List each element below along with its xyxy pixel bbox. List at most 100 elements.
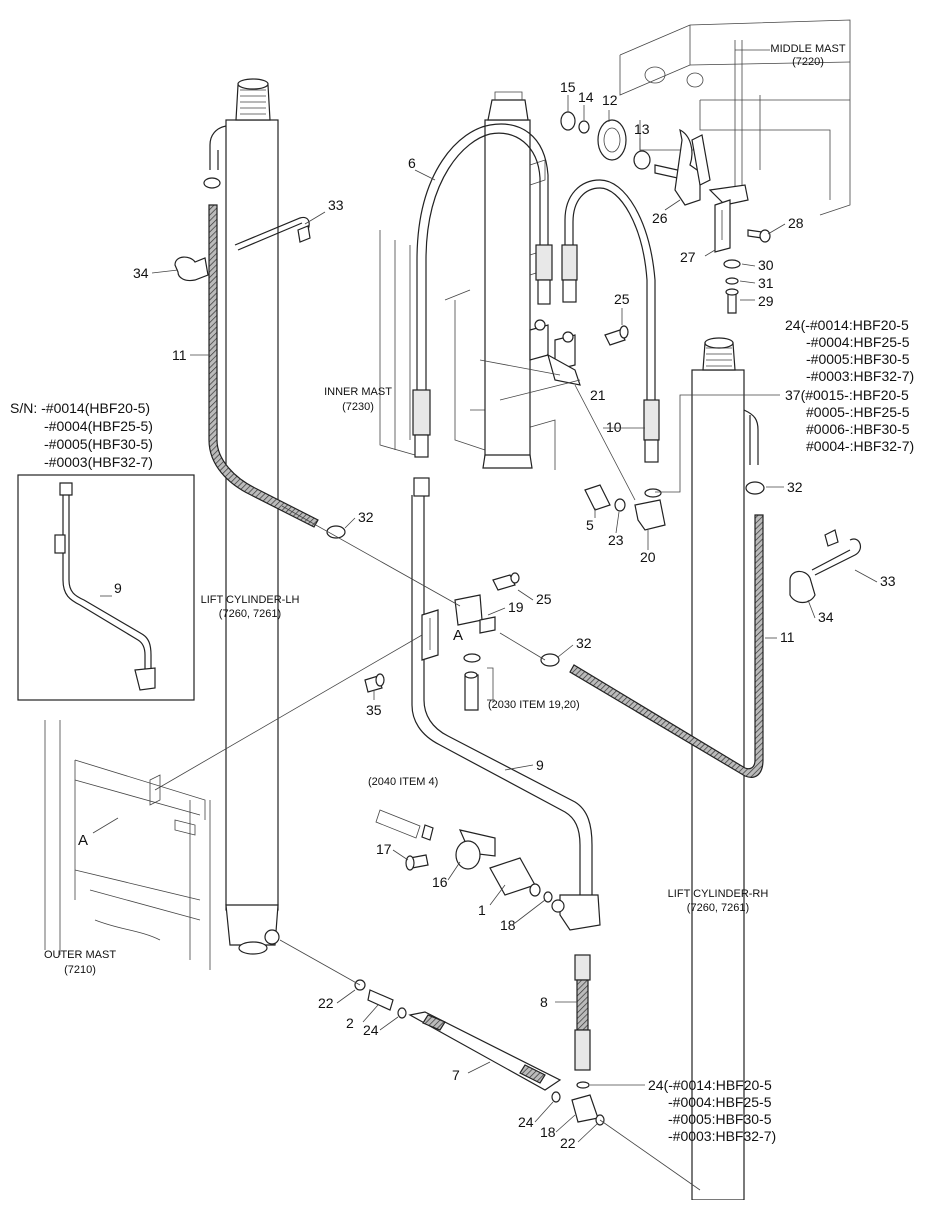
- hose-10-drawing: [561, 179, 660, 463]
- part-number: 10: [606, 419, 622, 435]
- outer-mast-code: (7210): [64, 964, 96, 976]
- hose-6-drawing: [412, 123, 553, 458]
- view-a-label-1: A: [453, 627, 463, 644]
- fittings-upper-drawing: [584, 325, 666, 531]
- part-number: 5: [586, 517, 594, 533]
- part-number: 32: [576, 635, 592, 651]
- serial-note: S/N: -#0014(HBF20-5) -#0004(HBF25-5) -#0…: [10, 400, 153, 470]
- part-number: 18: [500, 917, 516, 933]
- part-number: 33: [880, 573, 896, 589]
- hose-11-lh: [208, 204, 319, 528]
- block-21-drawing: [529, 319, 581, 386]
- part-number: 15: [560, 79, 576, 95]
- lift-cylinder-rh-code: (7260, 7261): [687, 902, 749, 914]
- svg-text:#0005-:HBF25-5: #0005-:HBF25-5: [806, 404, 910, 420]
- part-number: 31: [758, 275, 774, 291]
- part-number: 9: [536, 757, 544, 773]
- part-numbers: 15 14 12 13 6 33 34 26 28 27 30 31 29 25…: [114, 79, 896, 1151]
- svg-text:24(-#0014:HBF20-5: 24(-#0014:HBF20-5: [785, 317, 909, 333]
- svg-text:-#0003(HBF32-7): -#0003(HBF32-7): [44, 454, 153, 470]
- part-number: 34: [818, 609, 834, 625]
- part-number-leaders: [100, 95, 878, 1143]
- lift-cylinder-lh-drawing: [209, 78, 280, 955]
- svg-text:-#0005:HBF30-5: -#0005:HBF30-5: [668, 1111, 772, 1127]
- part-number: 11: [172, 347, 187, 363]
- part-number: 23: [608, 532, 624, 548]
- svg-text:-#0003:HBF32-7): -#0003:HBF32-7): [806, 368, 914, 384]
- note-37: 37(#0015-:HBF20-5 #0005-:HBF25-5 #0006-:…: [785, 387, 914, 454]
- svg-text:-#0004:HBF25-5: -#0004:HBF25-5: [806, 334, 910, 350]
- svg-text:#0004-:HBF32-7): #0004-:HBF32-7): [806, 438, 914, 454]
- part-number: 19: [508, 599, 524, 615]
- part-number: 35: [366, 702, 382, 718]
- hose-11-rh: [569, 514, 764, 778]
- part-number: 22: [560, 1135, 576, 1151]
- part-number: 24: [518, 1114, 534, 1130]
- lift-cylinder-lh-label: LIFT CYLINDER-LH: [201, 594, 300, 606]
- svg-text:24(-#0014:HBF20-5: 24(-#0014:HBF20-5: [648, 1077, 772, 1093]
- part-number: 33: [328, 197, 344, 213]
- fittings-middle-drawing: [364, 572, 520, 711]
- part-number: 7: [452, 1067, 460, 1083]
- part-number: 6: [408, 155, 416, 171]
- text-labels: MIDDLE MAST (7220) INNER MAST (7230) OUT…: [44, 43, 846, 976]
- part-number: 20: [640, 549, 656, 565]
- middle-mast-label: MIDDLE MAST: [770, 43, 845, 55]
- part-number: 32: [787, 479, 803, 495]
- part-number: 17: [376, 841, 392, 857]
- part-number: 32: [358, 509, 374, 525]
- svg-text:S/N: -#0014(HBF20-5): S/N: -#0014(HBF20-5): [10, 400, 150, 416]
- sheave-assembly-drawing: [560, 111, 711, 206]
- part-number: 9: [114, 580, 122, 596]
- part-number: 8: [540, 994, 548, 1010]
- leader-lines: [92, 49, 780, 1191]
- ref-2030-label: (2030 ITEM 19,20): [488, 699, 580, 711]
- lift-cylinder-rh-label: LIFT CYLINDER-RH: [668, 888, 769, 900]
- part-number: 12: [602, 92, 618, 108]
- middle-mast-drawing: [619, 19, 851, 216]
- part-number: 28: [788, 215, 804, 231]
- bracket-27-drawing: [708, 184, 771, 314]
- ref-2040-label: (2040 ITEM 4): [368, 776, 438, 788]
- part-number: 11: [780, 629, 795, 645]
- part-number: 25: [614, 291, 630, 307]
- svg-text:-#0004(HBF25-5): -#0004(HBF25-5): [44, 418, 153, 434]
- lift-cylinder-rh-drawing: [691, 337, 759, 1201]
- clamps-drawing: [174, 177, 862, 667]
- note-24-bottom: 24(-#0014:HBF20-5 -#0004:HBF25-5 -#0005:…: [648, 1077, 776, 1144]
- part-number: 2: [346, 1015, 354, 1031]
- part-number: 18: [540, 1124, 556, 1140]
- part-number: 27: [680, 249, 696, 265]
- part-number: 14: [578, 89, 594, 105]
- inner-mast-drawing: [379, 91, 556, 470]
- svg-text:37(#0015-:HBF20-5: 37(#0015-:HBF20-5: [785, 387, 909, 403]
- svg-text:-#0004:HBF25-5: -#0004:HBF25-5: [668, 1094, 772, 1110]
- inset-pipe-9: [17, 474, 195, 701]
- svg-text:#0006-:HBF30-5: #0006-:HBF30-5: [806, 421, 910, 437]
- svg-text:-#0005(HBF30-5): -#0005(HBF30-5): [44, 436, 153, 452]
- note-24-top: 24(-#0014:HBF20-5 -#0004:HBF25-5 -#0005:…: [785, 317, 914, 384]
- part-number: 22: [318, 995, 334, 1011]
- part-number: 30: [758, 257, 774, 273]
- part-number: 34: [133, 265, 149, 281]
- part-number: 1: [478, 902, 486, 918]
- inner-mast-label: INNER MAST: [324, 386, 392, 398]
- part-number: 29: [758, 293, 774, 309]
- part-number: 25: [536, 591, 552, 607]
- inner-mast-code: (7230): [342, 401, 374, 413]
- part-number: 24: [363, 1022, 379, 1038]
- part-number: 21: [590, 387, 606, 403]
- part-number: 26: [652, 210, 668, 226]
- part-number: 13: [634, 121, 650, 137]
- svg-text:-#0005:HBF30-5: -#0005:HBF30-5: [806, 351, 910, 367]
- part-number: 16: [432, 874, 448, 890]
- view-a-label-2: A: [78, 832, 88, 849]
- outer-mast-drawing: [44, 720, 211, 970]
- outer-mast-label: OUTER MAST: [44, 949, 116, 961]
- svg-text:-#0003:HBF32-7): -#0003:HBF32-7): [668, 1128, 776, 1144]
- middle-mast-code: (7220): [792, 56, 824, 68]
- lower-assembly-drawing: [354, 809, 605, 1126]
- lift-cylinder-lh-code: (7260, 7261): [219, 608, 281, 620]
